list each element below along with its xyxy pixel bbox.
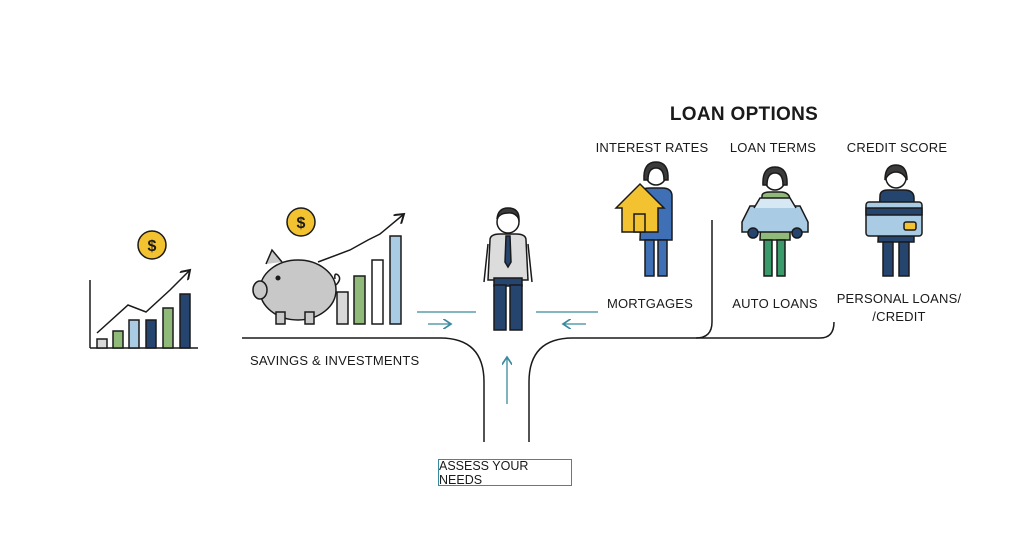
woman-with-house-icon xyxy=(614,161,673,277)
personal-loans-label: PERSONAL LOANS/ xyxy=(836,291,962,306)
flow-lines xyxy=(242,220,835,442)
dollar-coin-icon: $ xyxy=(137,230,167,260)
savings-investments-label: SAVINGS & INVESTMENTS xyxy=(250,353,420,368)
woman-with-car-icon xyxy=(741,166,809,277)
assess-your-needs-box: ASSESS YOUR NEEDS xyxy=(438,459,572,487)
flow-arrows xyxy=(417,311,598,404)
personal-loans-label-line2: /CREDIT xyxy=(872,309,926,324)
investment-bars-icon xyxy=(317,214,404,325)
mortgages-label: MORTGAGES xyxy=(606,296,694,311)
svg-text:$: $ xyxy=(148,238,157,255)
piggy-bank-icon xyxy=(252,248,341,325)
interest-rates-label: INTEREST RATES xyxy=(595,140,709,155)
dollar-coin-icon: $ xyxy=(286,207,316,237)
credit-score-label: CREDIT SCORE xyxy=(846,140,948,155)
svg-text:$: $ xyxy=(297,215,306,232)
growth-chart-icon xyxy=(89,270,198,349)
person-icon xyxy=(483,207,533,331)
auto-loans-label: AUTO LOANS xyxy=(732,296,818,311)
loan-terms-label: LOAN TERMS xyxy=(729,140,817,155)
page-title: LOAN OPTIONS xyxy=(669,104,819,125)
person-with-credit-card-icon xyxy=(865,164,923,277)
